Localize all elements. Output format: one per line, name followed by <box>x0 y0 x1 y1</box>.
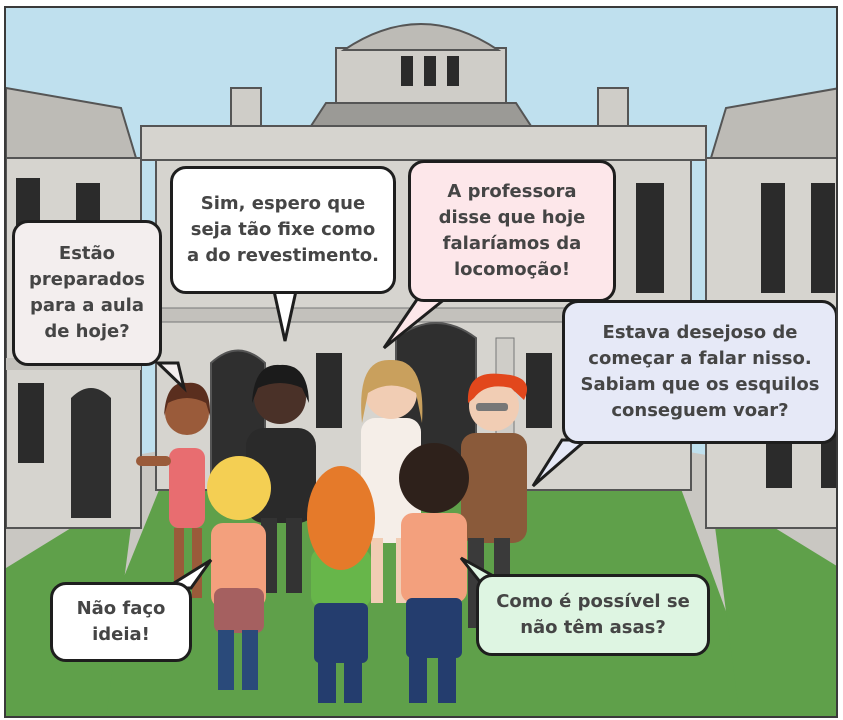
character-blonde <box>207 456 271 690</box>
speech-bubble-girl-left: Estão preparados para a aula de hoje? <box>12 220 162 366</box>
tail-girl-left <box>154 361 187 393</box>
speech-bubble-boy-black: Sim, espero que seja tão fixe como a do … <box>170 166 396 294</box>
character-teacher <box>361 359 423 603</box>
comic-panel: Estão preparados para a aula de hoje? Si… <box>4 6 838 718</box>
lawn-right <box>710 488 836 716</box>
speech-bubble-blonde: Não faço ideia! <box>50 582 192 662</box>
speech-bubble-boy-red: Estava desejoso de começar a falar nisso… <box>562 300 836 444</box>
speech-bubble-teacher: A professora disse que hoje falaríamos d… <box>408 160 616 302</box>
character-boy-red <box>461 373 528 628</box>
dome <box>309 23 533 127</box>
character-girl-left <box>136 382 211 598</box>
speech-bubble-curly: Como é possível se não têm asas? <box>476 574 710 656</box>
character-curly <box>399 443 469 703</box>
character-redhead <box>307 466 375 703</box>
